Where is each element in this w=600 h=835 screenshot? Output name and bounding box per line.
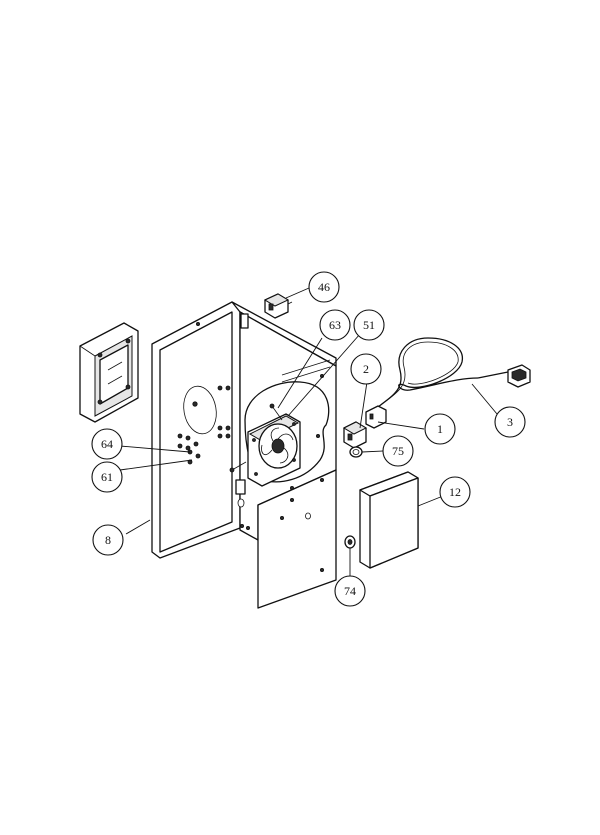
callout-circle xyxy=(382,435,414,467)
callout-1: 1 xyxy=(424,413,456,445)
callout-circle xyxy=(494,406,526,438)
callout-12: 12 xyxy=(439,476,471,508)
callout-circle xyxy=(308,271,340,303)
fan-screws xyxy=(229,403,283,473)
callout-label: 3 xyxy=(507,415,513,429)
callout-circle xyxy=(353,309,385,341)
callout-circle xyxy=(334,575,366,607)
callout-circle xyxy=(319,309,351,341)
enclosure-panel xyxy=(151,301,337,609)
callout-75: 75 xyxy=(382,435,414,467)
cover-box xyxy=(359,471,419,569)
callout-46: 46 xyxy=(308,271,340,303)
callout-8: 8 xyxy=(92,524,124,556)
callout-circle xyxy=(91,428,123,460)
callout-label: 2 xyxy=(363,362,369,376)
callout-label: 1 xyxy=(437,422,443,436)
cooling-fan xyxy=(247,413,301,487)
fuse-holder xyxy=(344,535,356,549)
callout-63: 63 xyxy=(319,309,351,341)
callout-label: 8 xyxy=(105,533,111,547)
callout-circle xyxy=(424,413,456,445)
callout-64: 64 xyxy=(91,428,123,460)
callout-51: 51 xyxy=(353,309,385,341)
callout-61: 61 xyxy=(91,461,123,493)
callout-circle xyxy=(439,476,471,508)
callout-label: 51 xyxy=(363,318,375,332)
callout-label: 74 xyxy=(344,584,356,598)
grommet xyxy=(349,446,363,458)
callout-circle xyxy=(350,353,382,385)
callout-label: 64 xyxy=(101,437,113,451)
leader-lines xyxy=(119,287,498,576)
callout-label: 12 xyxy=(449,485,461,499)
callout-3: 3 xyxy=(494,406,526,438)
callout-label: 61 xyxy=(101,470,113,484)
callout-2: 2 xyxy=(350,353,382,385)
mounting-bracket xyxy=(79,322,139,423)
switch-component xyxy=(263,293,293,319)
callout-circle xyxy=(91,461,123,493)
callout-label: 75 xyxy=(392,444,404,458)
callout-layer: 46 63 51 2 3 1 75 64 61 12 8 74 xyxy=(91,271,526,607)
callout-74: 74 xyxy=(334,575,366,607)
callout-circle xyxy=(92,524,124,556)
callout-label: 63 xyxy=(329,318,341,332)
callout-label: 46 xyxy=(318,280,330,294)
power-inlet xyxy=(342,421,368,449)
